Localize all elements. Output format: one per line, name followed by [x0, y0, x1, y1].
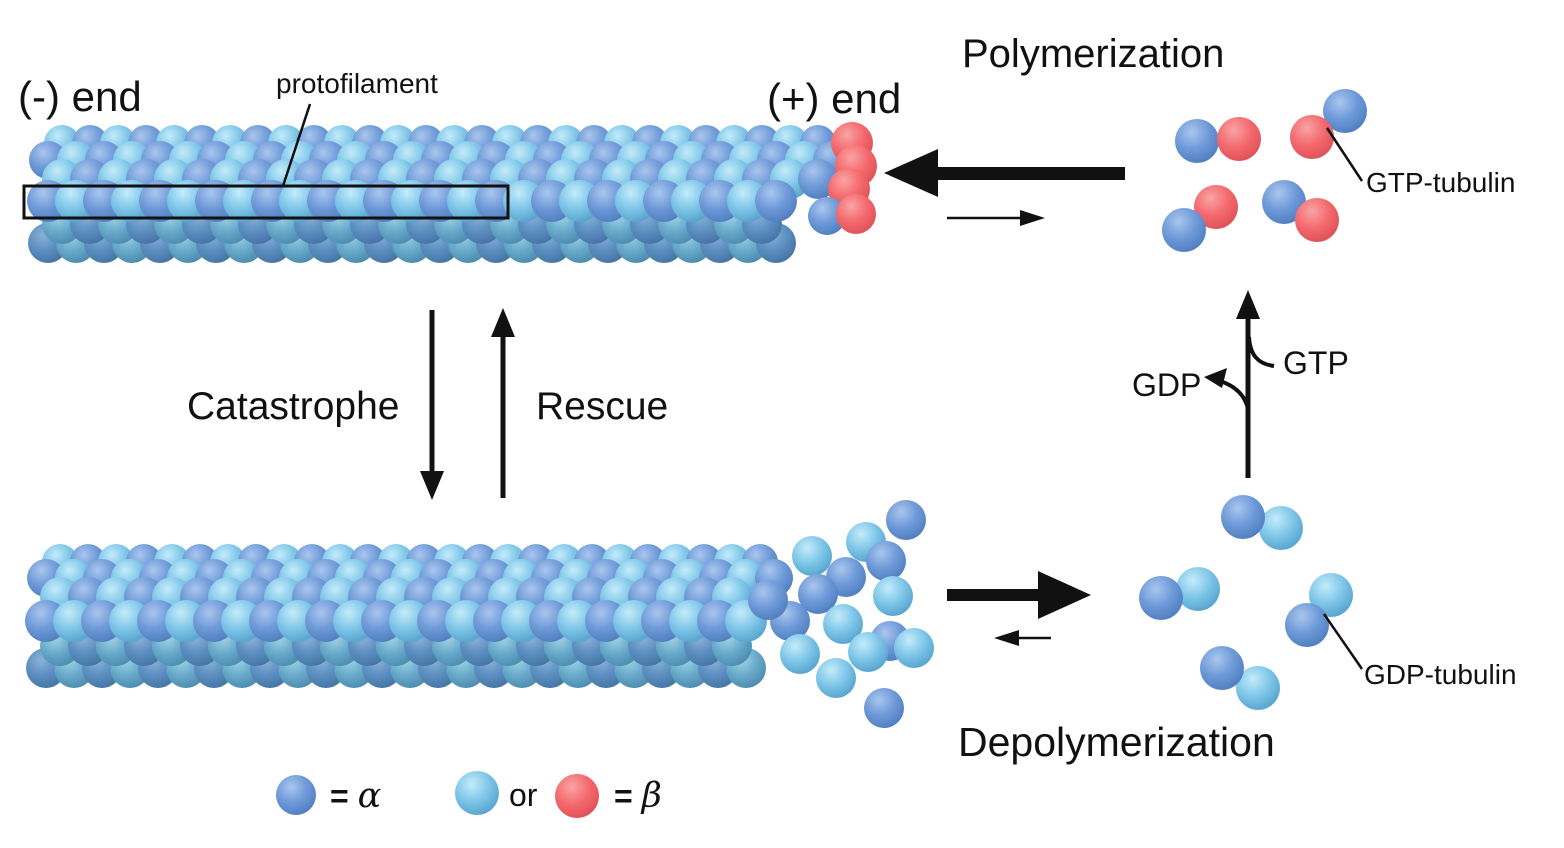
loose-tubulin-sphere [816, 658, 856, 698]
gdp-dimer-beta-sphere [1176, 567, 1220, 611]
gtp-label: GTP [1283, 345, 1349, 381]
gtp-dimer-alpha-sphere [1162, 208, 1206, 252]
gtp-cap-dimer-beta-sphere [836, 194, 876, 234]
gtp-dimer-beta-sphere [1295, 198, 1339, 242]
loose-tubulin-sphere [848, 632, 888, 672]
loose-tubulin-sphere [780, 634, 820, 674]
gtp-dimer-alpha-sphere [1262, 180, 1306, 224]
loose-tubulin-sphere [894, 628, 934, 668]
legend-spheres [276, 771, 599, 818]
legend-beta-label: = β [614, 779, 662, 814]
legend-alpha-sphere [276, 775, 316, 815]
gdp-dimer-alpha-sphere [1285, 603, 1329, 647]
gdp-dimer-beta-sphere [1309, 573, 1353, 617]
depolymerization-forward-arrow [947, 571, 1091, 619]
loose-tubulin-sphere [886, 500, 926, 540]
protofilament-box [22, 184, 510, 220]
microtubule-bottom [25, 544, 793, 688]
legend-alpha-symbol: α [357, 776, 382, 816]
gdp-dimer-beta-sphere [1259, 506, 1303, 550]
plus-end-label: (+) end [767, 75, 902, 122]
legend-beta-symbol: β [641, 776, 662, 816]
legend-beta-gdp-sphere [455, 771, 499, 815]
gtp-tubulin-dimers [1162, 89, 1367, 252]
polymerization-label: Polymerization [962, 32, 1225, 76]
gdp-dimer-beta-sphere [1236, 666, 1280, 710]
gdp-label: GDP [1132, 367, 1202, 403]
gtp-dimer-beta-sphere [1290, 115, 1334, 159]
polymerization-forward-arrow [884, 149, 1125, 197]
legend-or-label: or [509, 777, 538, 813]
microtubule-top [27, 125, 851, 263]
legend-alpha-equals: = [330, 778, 349, 814]
loose-tubulin-sphere [823, 604, 863, 644]
gtp-in-curve [1247, 336, 1275, 368]
legend-alpha-label: = α [330, 779, 381, 814]
depolymerization-reverse-arrow [994, 630, 1051, 646]
protofilament-pointer-line [281, 103, 312, 187]
depolymerization-label: Depolymerization [958, 719, 1275, 765]
gtp-cap-dimer-alpha-sphere [808, 197, 846, 235]
microtubule-top-gtp-cap [808, 122, 877, 235]
gdp-dimer-alpha-sphere [1139, 576, 1183, 620]
gtp-tubulin-pointer-line [1325, 127, 1364, 182]
alpha-tubulin-sphere [755, 180, 797, 222]
nucleotide-exchange-arrow [1204, 290, 1275, 478]
minus-end-label: (-) end [18, 73, 142, 120]
depolymerizing-loose-spheres [748, 500, 934, 728]
gtp-dimer-alpha-sphere [1323, 89, 1367, 133]
loose-tubulin-sphere [866, 541, 906, 581]
gtp-tubulin-label: GTP-tubulin [1366, 167, 1516, 198]
gdp-dimer-alpha-sphere [1200, 646, 1244, 690]
loose-tubulin-sphere [873, 576, 913, 616]
gdp-out-curve [1219, 379, 1250, 410]
gtp-dimer-alpha-sphere [1175, 119, 1219, 163]
depolymerization-arrows [947, 571, 1091, 646]
gdp-tubulin-label: GDP-tubulin [1364, 659, 1517, 690]
rescue-arrow [491, 308, 515, 498]
gdp-tubulin-dimers [1139, 495, 1353, 710]
polymerization-arrows [884, 149, 1125, 226]
gdp-out-arrowhead [1204, 368, 1227, 388]
catastrophe-arrow [420, 310, 444, 500]
loose-tubulin-sphere [748, 580, 788, 620]
loose-tubulin-sphere [792, 536, 832, 576]
gdp-tubulin-pointer-line [1322, 613, 1364, 670]
legend-beta-equals: = [614, 778, 633, 814]
gdp-dimer-alpha-sphere [1221, 495, 1265, 539]
gtp-dimer-beta-sphere [1194, 185, 1238, 229]
catastrophe-label: Catastrophe [187, 385, 400, 428]
loose-tubulin-sphere [798, 574, 838, 614]
protofilament-label: protofilament [276, 68, 438, 99]
loose-tubulin-sphere [864, 688, 904, 728]
polymerization-reverse-arrow [947, 210, 1045, 226]
legend-beta-gtp-sphere [555, 774, 599, 818]
gtp-dimer-beta-sphere [1217, 117, 1261, 161]
rescue-label: Rescue [536, 385, 669, 428]
